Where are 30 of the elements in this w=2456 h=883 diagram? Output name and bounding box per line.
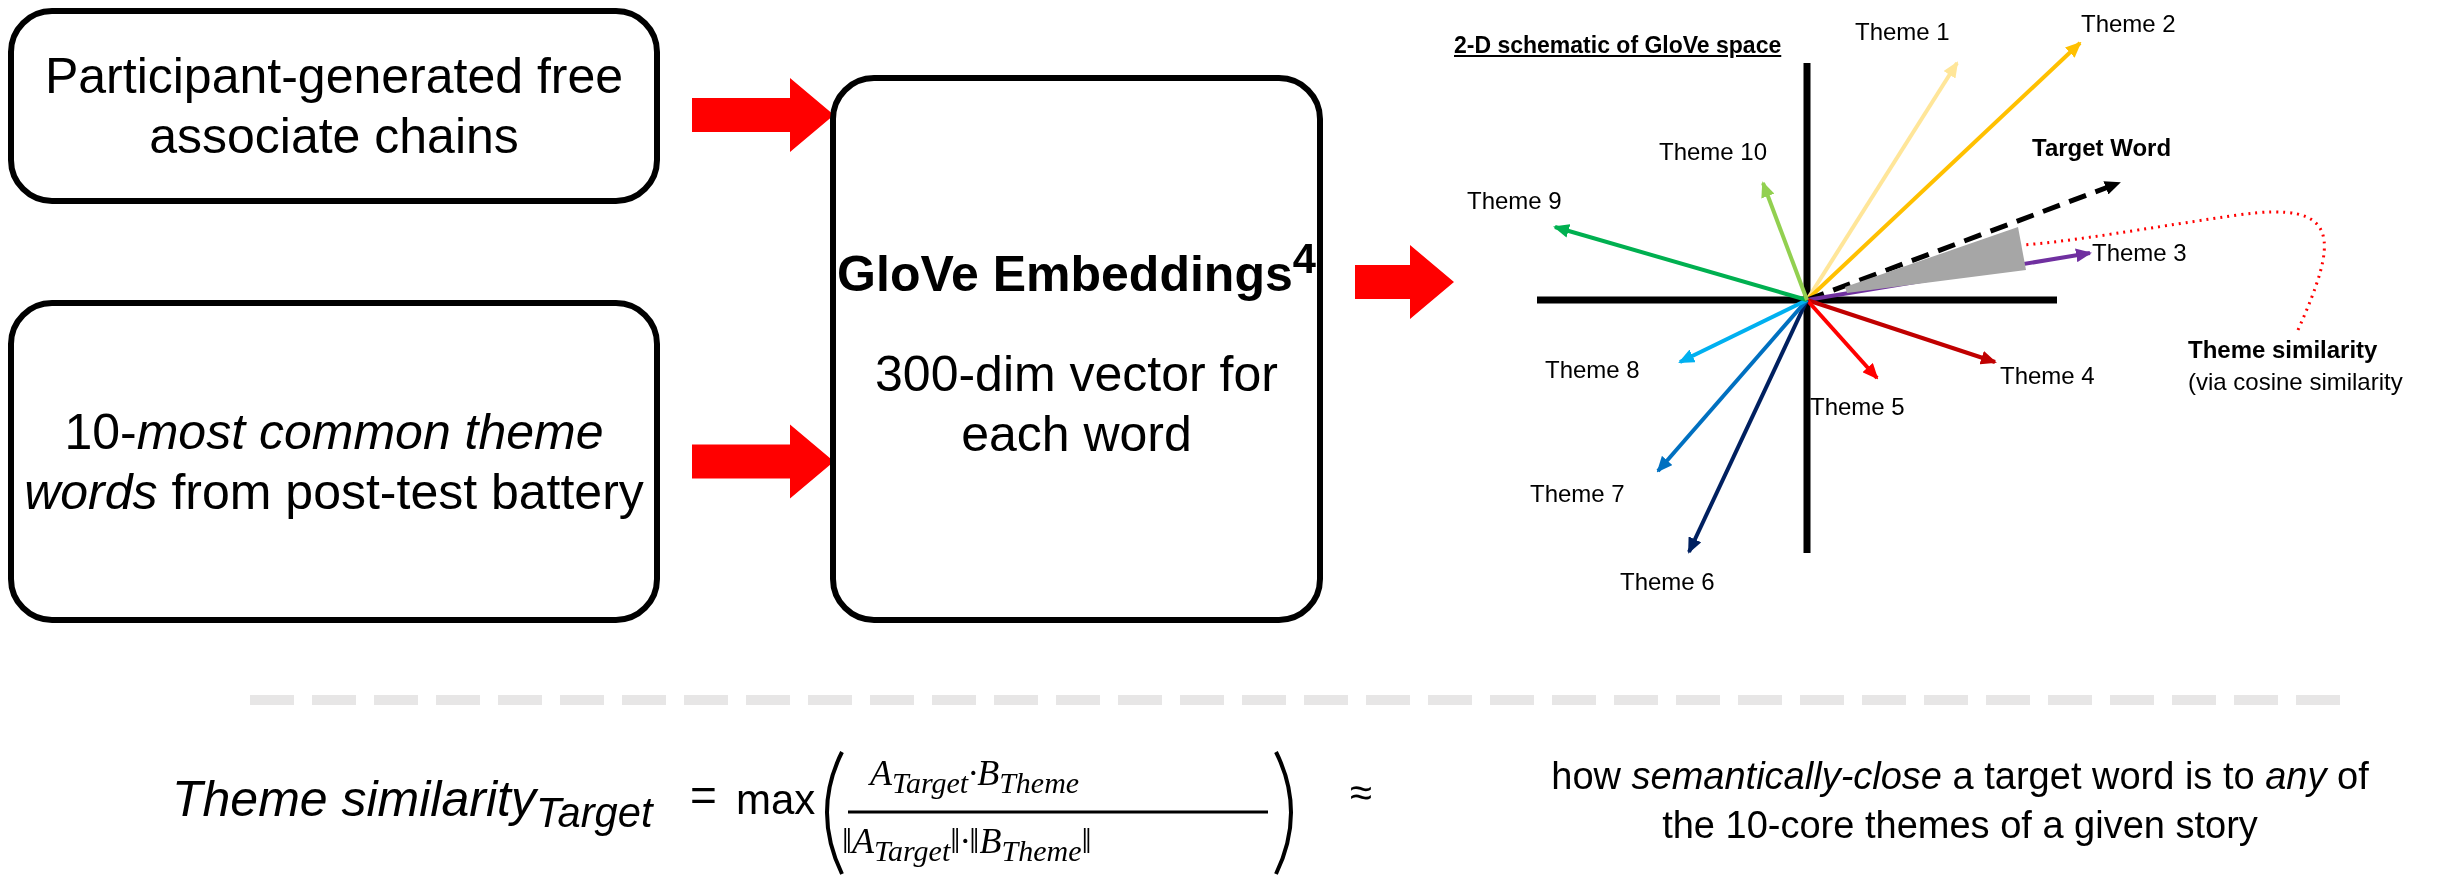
theme-label: Theme 6 (1620, 568, 1715, 596)
formula-term: Theme similarity$_{Target}$ (172, 770, 653, 837)
process-box (830, 75, 1323, 623)
box-text: 10-most common theme words from post-test battery (23, 402, 645, 522)
annotation-title: Theme similarity (2188, 335, 2379, 365)
theme-label: Theme 7 (1530, 480, 1625, 508)
box-heading: GloVe Embeddings$^{4}$ (837, 234, 1316, 304)
formula-explanation: how semantically-close a target word is to any of the 10-core themes of a given story (1550, 754, 2370, 849)
input-box (8, 300, 660, 623)
theme-label: Theme 4 (2000, 362, 2095, 390)
equals-sign: = (690, 768, 717, 822)
target-label: Target Word (2032, 134, 2172, 162)
approx-sign: ≈ (1350, 770, 1372, 815)
annotation-text: (via cosine similarity (2188, 367, 2404, 398)
input-box (8, 8, 660, 204)
formula-numerator: A$_{Target}$·B$_{Theme}$ (870, 752, 1080, 801)
box-text: 300-dim vector for each word (874, 344, 1279, 464)
theme-label: Theme 8 (1545, 356, 1640, 384)
theme-label: Theme 10 (1659, 138, 1768, 166)
theme-label: Theme 2 (2081, 10, 2176, 38)
block-arrow (1355, 245, 1454, 319)
theme-label: Theme 5 (1810, 393, 1905, 421)
box-text: Participant-generated free associate chains (43, 47, 625, 166)
theme-label: Theme 1 (1855, 18, 1950, 46)
max-operator: max (736, 776, 816, 824)
theme-label: Theme 3 (2092, 239, 2187, 267)
angle-wedge (1845, 227, 2026, 293)
chart-title: 2-D schematic of GloVe space (1454, 32, 1782, 59)
theme-label: Theme 9 (1467, 187, 1562, 215)
formula-denominator: ‖A$_{Target}$‖·‖B$_{Theme}$‖ (842, 820, 1092, 869)
